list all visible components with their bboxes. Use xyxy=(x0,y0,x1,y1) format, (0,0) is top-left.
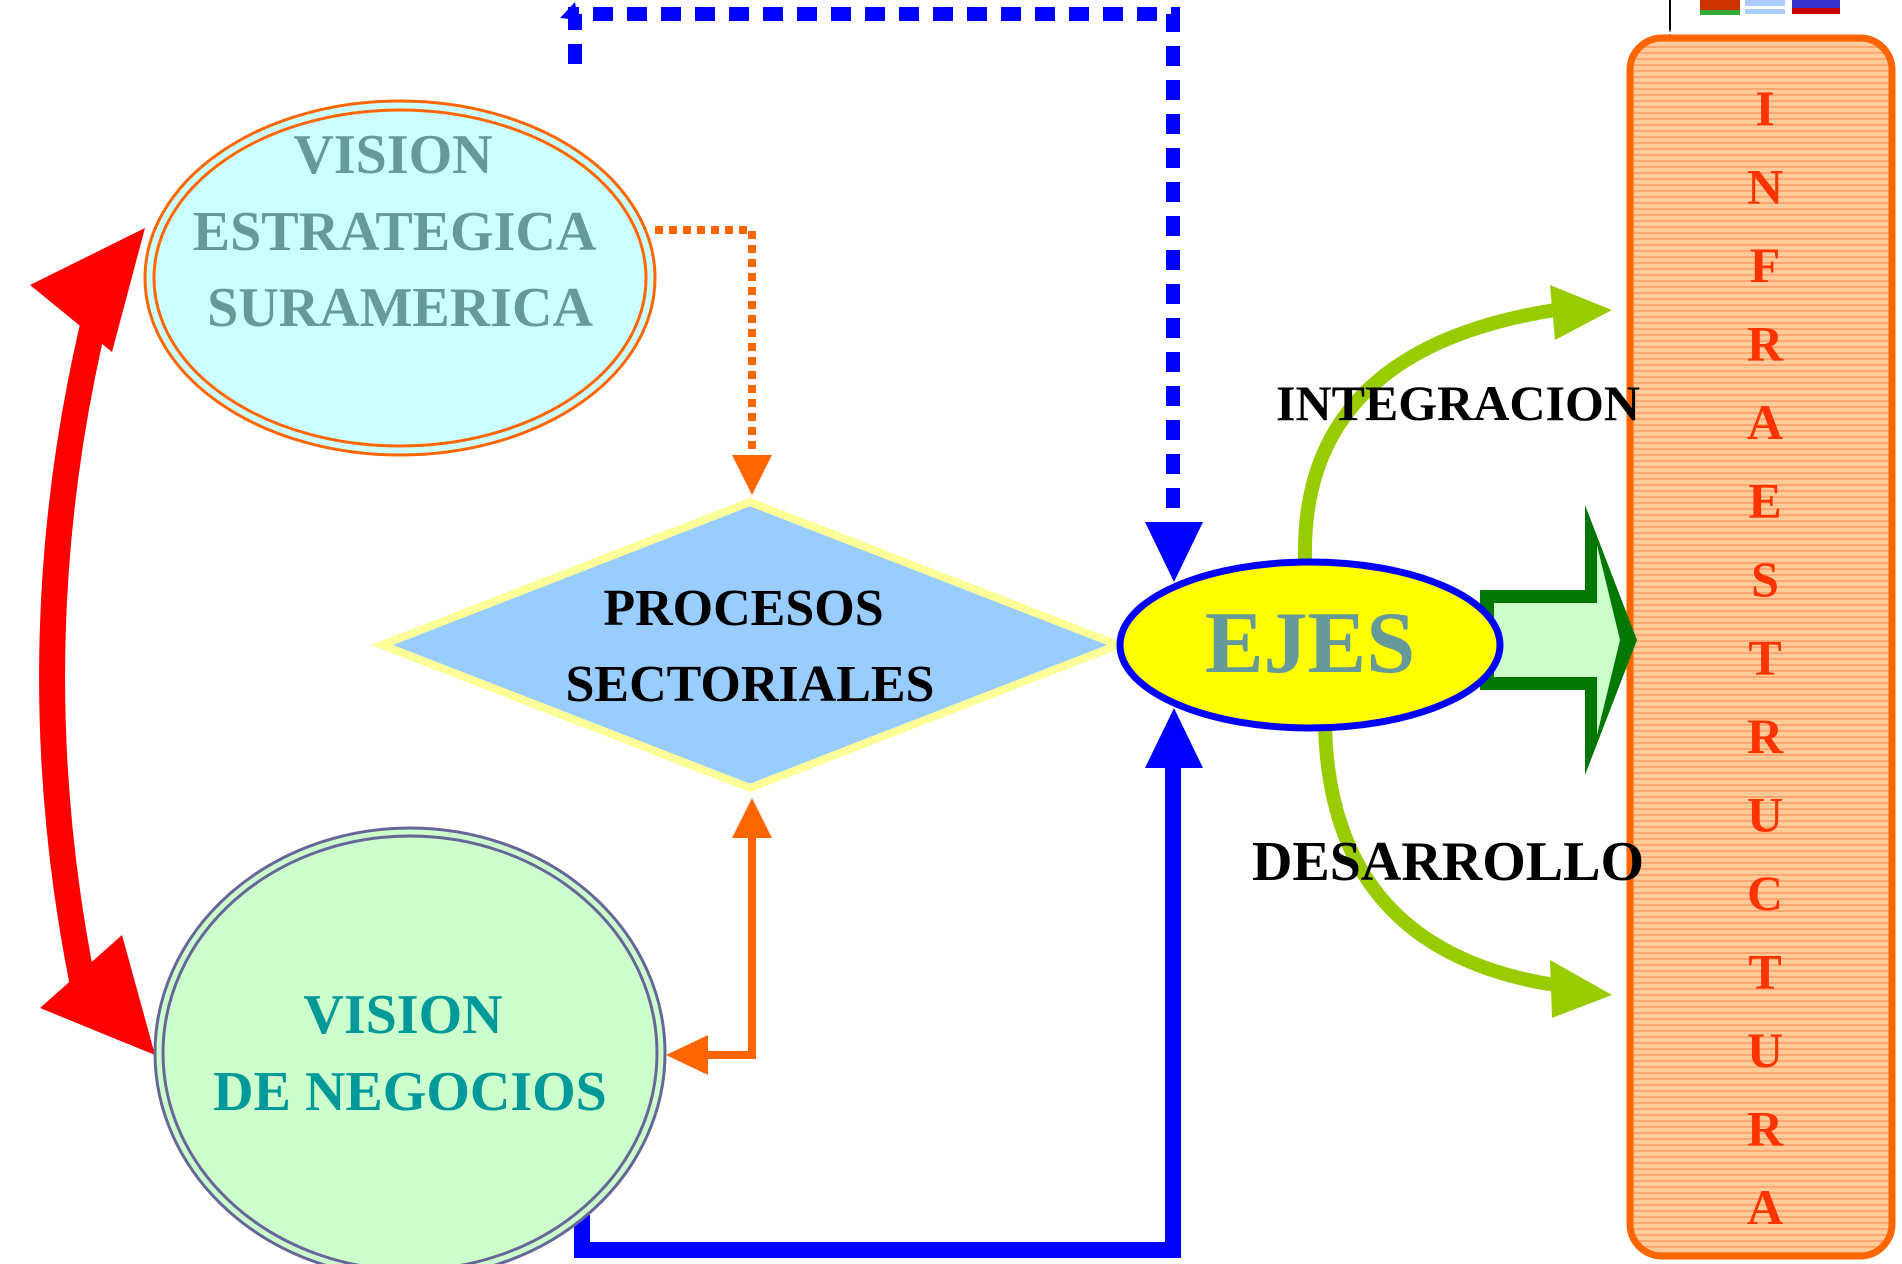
vision-negocios-inner-ring xyxy=(161,834,659,1264)
integracion-arrow xyxy=(1297,303,1557,561)
vision-estrategica-line-2: ESTRATEGICA xyxy=(193,201,597,263)
infraestructura-letter: I xyxy=(1755,80,1774,136)
infraestructura-letter: F xyxy=(1750,237,1781,293)
infraestructura-letter: R xyxy=(1747,708,1784,764)
infraestructura-letter: R xyxy=(1747,1101,1784,1157)
orange-dotted-connector xyxy=(655,226,756,455)
vision-estrategica-node xyxy=(143,99,657,457)
ejes-node xyxy=(1116,558,1504,732)
vision-estrategica-line-1: VISION xyxy=(293,124,492,186)
procesos-line-2: SECTORIALES xyxy=(566,656,935,713)
red-double-arrow xyxy=(39,301,111,983)
desarrollo-arrowhead xyxy=(1550,960,1612,1018)
procesos-sectoriales-label: PROCESOS SECTORIALES xyxy=(566,580,935,713)
green-block-arrow-inner xyxy=(1494,545,1620,735)
infraestructura-letter: A xyxy=(1747,1179,1783,1235)
vision-negocios-line-1: VISION xyxy=(303,984,502,1046)
infraestructura-letter: A xyxy=(1747,394,1783,450)
blue-dashed-arrowhead xyxy=(1145,522,1203,582)
red-arrowhead-bottom xyxy=(40,935,155,1055)
integracion-label: INTEGRACION xyxy=(1276,375,1640,431)
orange-dotted-arrowhead xyxy=(732,455,772,495)
integracion-arrowhead xyxy=(1550,285,1612,340)
infraestructura-letter: U xyxy=(1747,787,1783,843)
blue-dashed-arrowhead-small xyxy=(560,2,578,20)
vision-estrategica-inner-ring xyxy=(152,108,648,448)
blue-solid-connector xyxy=(574,758,1181,1258)
infraestructura-letter: N xyxy=(1747,159,1783,215)
orange-arrowhead-left xyxy=(666,1035,708,1075)
flags-icon xyxy=(1700,0,1840,15)
orange-arrowhead-up xyxy=(732,798,772,838)
desarrollo-label: DESARROLLO xyxy=(1252,831,1644,893)
infraestructura-letter: C xyxy=(1747,865,1783,921)
desarrollo-arrow xyxy=(1318,724,1557,992)
red-arrowhead-top xyxy=(30,228,145,352)
orange-solid-connector xyxy=(705,832,756,1059)
blue-solid-arrowhead xyxy=(1145,708,1203,768)
vision-negocios-node xyxy=(153,826,667,1264)
vision-negocios-line-2: DE NEGOCIOS xyxy=(213,1061,607,1123)
infraestructura-letter: E xyxy=(1748,473,1781,529)
procesos-sectoriales-node xyxy=(370,497,1130,793)
infraestructura-letter: T xyxy=(1748,630,1781,686)
infraestructura-letter: R xyxy=(1747,316,1784,372)
procesos-line-1: PROCESOS xyxy=(603,580,883,637)
vision-estrategica-line-3: SURAMERICA xyxy=(207,277,593,339)
ejes-label: EJES xyxy=(1205,595,1415,692)
infraestructura-letter: S xyxy=(1751,551,1779,607)
vision-estrategica-label: VISION ESTRATEGICA SURAMERICA xyxy=(193,124,607,339)
blue-dashed-connector xyxy=(568,7,1180,525)
infraestructura-letter: U xyxy=(1747,1022,1783,1078)
infraestructura-letter: T xyxy=(1748,944,1781,1000)
vision-negocios-label: VISION DE NEGOCIOS xyxy=(213,984,607,1123)
